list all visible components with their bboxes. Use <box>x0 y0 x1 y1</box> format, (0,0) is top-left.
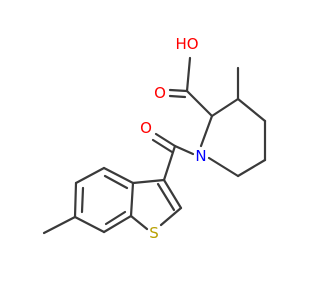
bond-c4-c5 <box>74 166 106 185</box>
bond-c6-n <box>207 156 240 178</box>
bond-acid-c2 <box>185 89 214 118</box>
bond-c3a-c7a <box>129 181 135 218</box>
bond-c5-c6 <box>73 181 78 219</box>
bond-c3bt-c3a <box>131 178 166 185</box>
atom-label-layer: HO O O N S <box>140 35 207 242</box>
bond-c5-c6-inner <box>80 186 85 214</box>
bond-c2-c3 <box>210 97 240 118</box>
bond-c6-methyl <box>42 215 77 235</box>
bond-c3-c4 <box>236 97 267 123</box>
bond-c7-c7a <box>102 214 133 234</box>
bond-c3bt-c2bt-b <box>156 182 176 212</box>
structure-diagram: HO O O N S <box>42 35 267 242</box>
bond-c-oh <box>185 56 192 93</box>
bond-n-c2 <box>199 114 214 148</box>
bond-c7-c7a-inner <box>104 210 127 226</box>
bond-c3a-c4-inner <box>103 174 129 190</box>
bond-c3bt-c2bt-a <box>162 178 183 210</box>
bond-c2bt-s <box>159 206 183 227</box>
amide-oxygen-label: O <box>140 119 152 137</box>
bond-layer <box>42 56 267 235</box>
bond-c3a-c4 <box>102 166 135 185</box>
thiophene-sulfur-label: S <box>149 224 159 242</box>
bond-amide-o-b <box>151 138 174 154</box>
bond-amide-o-a <box>154 132 177 148</box>
bond-c5-c6 <box>236 158 267 178</box>
acid-oxygen-label: O <box>154 84 166 102</box>
bond-s-c7a <box>129 214 149 231</box>
bond-c-o-double-b <box>168 94 187 99</box>
hydroxyl-label: HO <box>175 35 198 53</box>
bond-c-o-double-a <box>168 88 189 93</box>
molecule-svg: HO O O N S <box>42 35 267 242</box>
ring-nitrogen-label: N <box>195 147 206 165</box>
bond-carbonyl-c3bt <box>162 144 177 182</box>
bond-c6-c7 <box>73 215 106 234</box>
bond-n-carbonyl <box>173 144 195 156</box>
